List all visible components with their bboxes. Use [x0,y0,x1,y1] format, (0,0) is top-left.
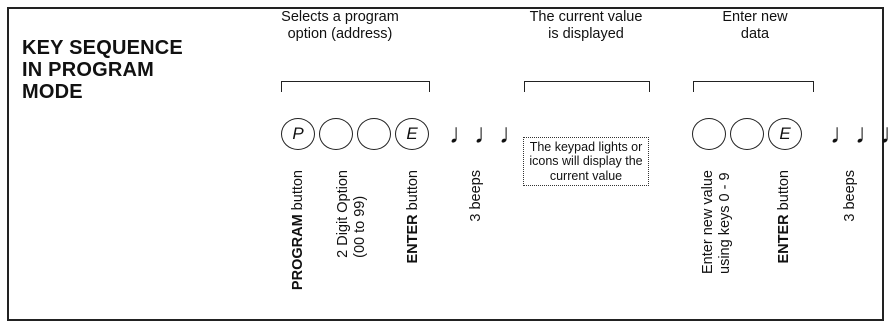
label-program-button: PROGRAM button [290,170,306,290]
label-enter-rest: button [405,170,421,215]
header-enter-data: Enter new data [700,9,810,43]
title-line-1: KEY SEQUENCE [22,37,183,59]
diagram-title: KEY SEQUENCE IN PROGRAM MODE [22,37,183,103]
diagram-frame [7,7,884,321]
label-new-value-line-2: using keys 0 - 9 [717,172,733,274]
enter-key: E [395,118,429,150]
label-enter2-bold: ENTER [776,214,792,264]
label-beeps-text: 3 beeps [468,170,484,222]
label-enter-button-2: ENTER button [776,170,792,264]
header-select-line-2: option (address) [287,26,393,42]
title-line-3: MODE [22,81,83,103]
header-select-option: Selects a program option (address) [272,9,408,43]
label-3-beeps: 3 beeps [468,170,484,222]
label-new-value-line-1: Enter new value [700,170,716,274]
title-line-2: IN PROGRAM [22,59,154,81]
header-enter-line-2: data [740,26,770,42]
label-enter2-rest: button [776,170,792,215]
bracket-current-value [524,81,650,92]
bracket-enter-data [693,81,814,92]
label-beeps2-text: 3 beeps [842,170,858,222]
digit-key-1 [319,118,353,150]
label-program-bold: PROGRAM [290,214,306,291]
label-enter-bold: ENTER [405,214,421,264]
display-note-text: The keypad lights or icons will display … [529,139,643,183]
label-digit-line-1: 2 Digit Option [335,170,351,258]
header-current-line-2: is displayed [548,26,624,42]
label-digit-option: 2 Digit Option(00 to 99) [335,170,369,258]
bracket-select-option [281,81,430,92]
header-current-value: The current value is displayed [518,9,654,43]
header-select-line-1: Selects a program [281,9,399,25]
header-current-line-1: The current value [529,9,643,25]
beep-notes-icon: ♩♩♩ [449,118,527,149]
label-enter-button: ENTER button [405,170,421,264]
beep-notes-icon-2: ♩♩♩ [830,118,893,149]
value-key-2 [730,118,764,150]
digit-key-2 [357,118,391,150]
value-key-1 [692,118,726,150]
header-enter-line-1: Enter new [722,9,788,25]
label-3-beeps-2: 3 beeps [842,170,858,222]
label-program-rest: button [290,170,306,215]
program-key: P [281,118,315,150]
display-note-box: The keypad lights or icons will display … [523,137,649,186]
label-digit-line-2: (00 to 99) [352,195,368,258]
enter-key-2: E [768,118,802,150]
